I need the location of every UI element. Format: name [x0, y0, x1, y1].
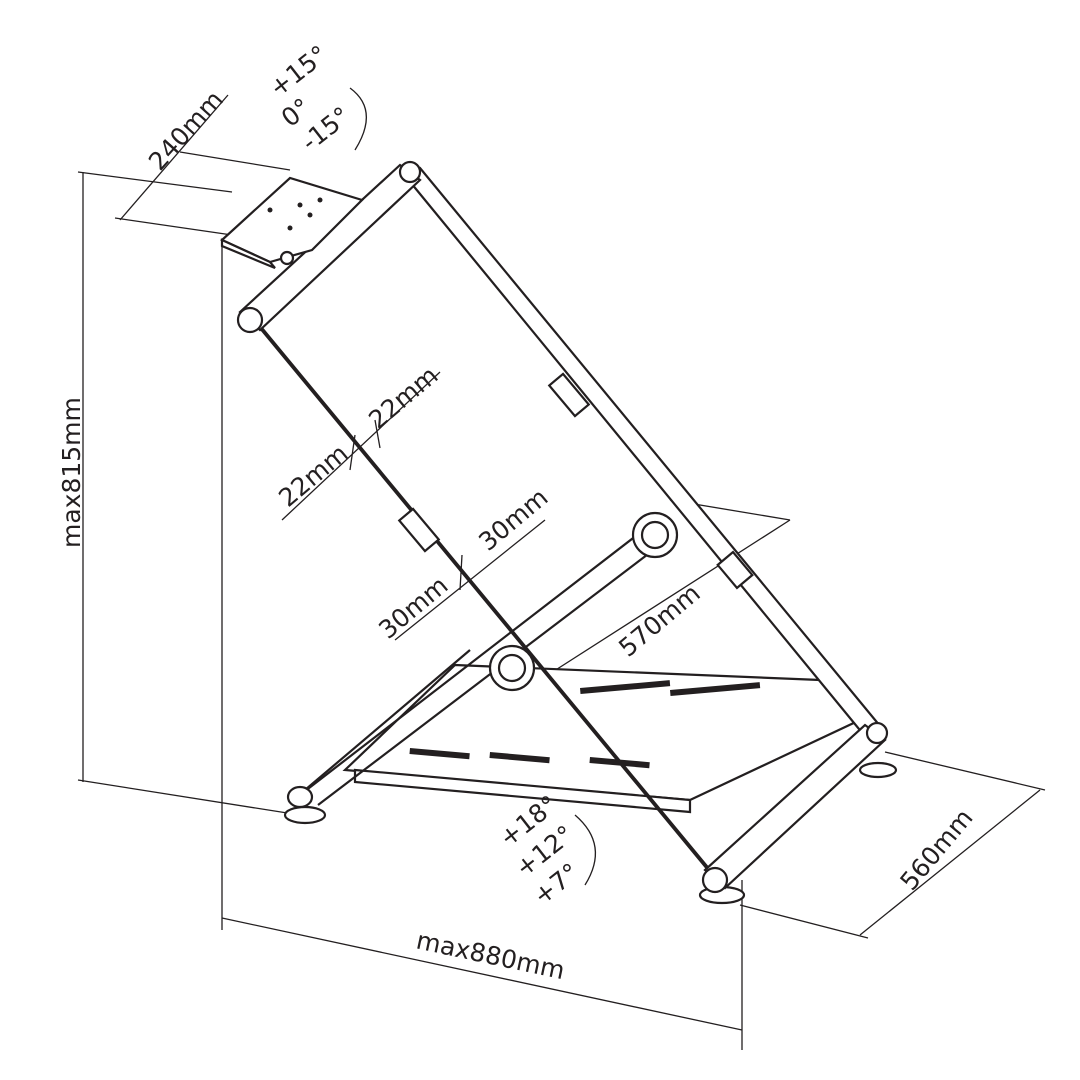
tube-b-label-2: 30mm [373, 571, 453, 645]
wheel-plate [220, 176, 365, 270]
tube-a-label-1: 22mm [363, 361, 443, 435]
upright-frame [236, 160, 889, 894]
tube-a-label-2: 22mm [273, 439, 353, 513]
max-height-label: max815mm [57, 397, 86, 548]
plate-tilt-arrow-icon [349, 87, 368, 151]
plate-depth-label: 240mm [143, 85, 229, 176]
inner-width-label: 570mm [613, 578, 706, 662]
dimension-lines [77, 87, 1046, 1050]
pedal-tilt-arrow-icon [574, 814, 597, 886]
base-frame [283, 524, 898, 905]
